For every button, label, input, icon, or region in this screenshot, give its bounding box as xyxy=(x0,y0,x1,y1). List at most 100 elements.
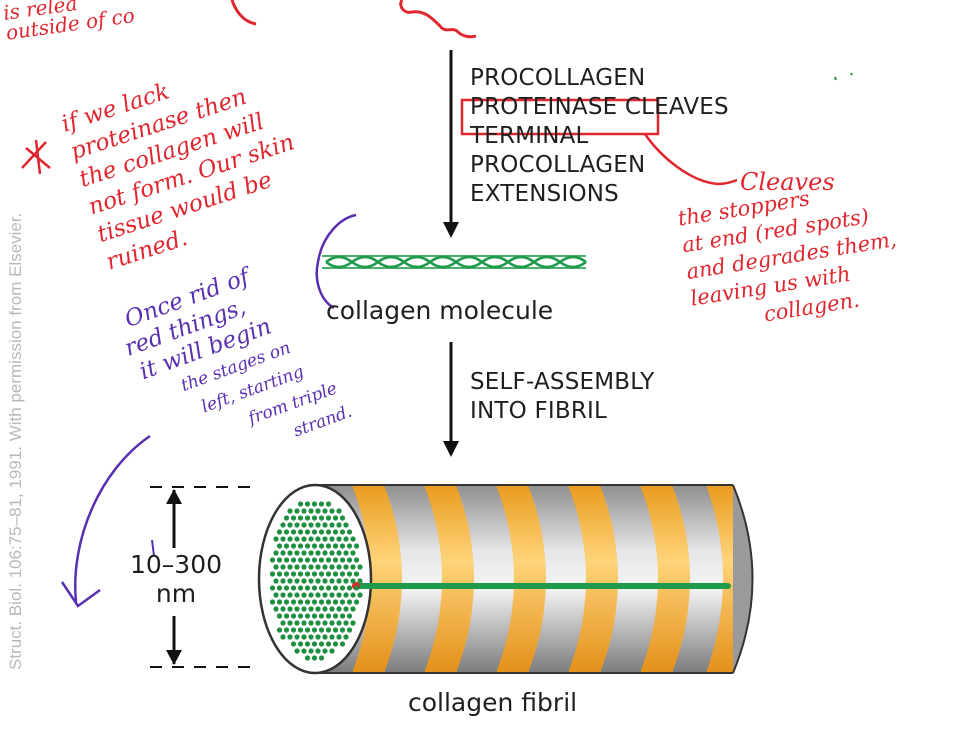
cross-section-dot xyxy=(329,606,335,612)
cross-section-dot xyxy=(329,592,335,598)
step2-line-1: SELF-ASSEMBLY xyxy=(470,369,655,395)
cross-section-dot xyxy=(336,522,342,528)
cross-section-dot xyxy=(287,578,293,584)
cross-section-dot xyxy=(325,585,332,591)
cross-section-dot xyxy=(290,599,297,605)
cross-section-dot xyxy=(336,508,342,514)
cross-section-dot xyxy=(273,578,279,584)
cross-section-dot xyxy=(287,634,293,640)
cross-section-dot xyxy=(273,536,279,542)
step2-label: SELF-ASSEMBLY INTO FIBRIL xyxy=(470,368,654,426)
cross-section-dot xyxy=(329,564,335,570)
cross-section-dot xyxy=(294,592,300,598)
cross-section-dot xyxy=(297,641,304,647)
cross-section-dot xyxy=(357,592,363,598)
cross-section-dot xyxy=(329,550,335,556)
cross-section-dot xyxy=(283,557,290,563)
cross-section-dot xyxy=(308,578,314,584)
cross-section-dot xyxy=(283,571,290,577)
diameter-unit: nm xyxy=(155,579,197,608)
cross-section-dot xyxy=(332,515,339,521)
cross-section-dot xyxy=(283,599,290,605)
procollagen-strand xyxy=(230,0,477,39)
cross-section-dot xyxy=(308,634,314,640)
cross-section-dot xyxy=(325,613,332,619)
cross-section-dot xyxy=(332,585,339,591)
cross-section-dot xyxy=(301,648,307,654)
cross-section-dot xyxy=(318,529,325,535)
cross-section-dot xyxy=(315,634,321,640)
cross-section-dot xyxy=(290,543,297,549)
cross-section-dot xyxy=(301,564,307,570)
collagen-molecule-helix xyxy=(322,255,587,269)
cross-section-dot xyxy=(346,571,353,577)
cross-section-dot xyxy=(357,578,363,584)
cross-section-dot xyxy=(322,508,328,514)
cross-section-dot xyxy=(332,613,339,619)
cross-section-dot xyxy=(332,543,339,549)
cross-section-dot xyxy=(280,634,286,640)
cross-section-dot xyxy=(280,536,286,542)
cross-section-dot xyxy=(353,571,360,577)
cross-section-dot xyxy=(273,564,279,570)
cross-section-dot xyxy=(304,571,311,577)
cross-section-dot xyxy=(287,536,293,542)
cross-section-dot xyxy=(336,536,342,542)
cross-section-dot xyxy=(301,606,307,612)
cross-section-dot xyxy=(343,634,349,640)
cross-section-dot xyxy=(304,641,311,647)
cross-section-dot xyxy=(290,529,297,535)
cross-section-dot xyxy=(343,522,349,528)
proteinase-box xyxy=(460,98,660,136)
cross-section-dot xyxy=(315,564,321,570)
cross-section-dot xyxy=(290,571,297,577)
cross-section-dot xyxy=(332,641,339,647)
cross-section-dot xyxy=(353,543,360,549)
cross-section-dot xyxy=(297,599,304,605)
cross-section-dot xyxy=(346,529,353,535)
cross-section-dot xyxy=(311,641,318,647)
cross-section-dot xyxy=(276,627,283,633)
cross-section-dot xyxy=(297,543,304,549)
cross-section-dot xyxy=(322,564,328,570)
purple-bracket xyxy=(315,213,357,310)
cross-section-dot xyxy=(336,550,342,556)
cross-section-dot xyxy=(322,536,328,542)
cross-section-dot xyxy=(325,543,332,549)
cross-section-dot xyxy=(346,613,353,619)
cross-section-dot xyxy=(276,571,283,577)
cross-section-dot xyxy=(315,578,321,584)
cross-section-dot xyxy=(294,620,300,626)
cross-section-dot xyxy=(283,613,290,619)
cross-section-dot xyxy=(339,515,346,521)
cross-section-dot xyxy=(304,501,311,507)
cross-section-dot xyxy=(308,620,314,626)
cross-section-dot xyxy=(353,557,360,563)
cross-section-dot xyxy=(304,529,311,535)
cross-section-dot xyxy=(325,599,332,605)
cross-section-dot xyxy=(322,648,328,654)
cross-section-dot xyxy=(304,543,311,549)
cross-section-dot xyxy=(301,536,307,542)
step1-label: PROCOLLAGEN PROTEINASE CLEAVES TERMINAL … xyxy=(470,64,729,209)
cross-section-dot xyxy=(273,606,279,612)
cross-section-dot xyxy=(322,606,328,612)
dim-arrow-up xyxy=(166,489,182,504)
green-specks xyxy=(834,72,853,81)
star-mark xyxy=(21,139,51,175)
cross-section-dot xyxy=(339,529,346,535)
step1-line-4: PROCOLLAGEN xyxy=(470,152,646,178)
cross-section-dot xyxy=(332,599,339,605)
cross-section-dot xyxy=(325,501,332,507)
cross-section-dot xyxy=(308,564,314,570)
cross-section-dot xyxy=(301,578,307,584)
cross-section-dot xyxy=(287,508,293,514)
cross-section-dot xyxy=(304,515,311,521)
cross-section-dot xyxy=(318,641,325,647)
cross-section-dot xyxy=(311,585,318,591)
purple-arrow-head xyxy=(60,581,101,608)
cross-section-dot xyxy=(290,515,297,521)
credit-line: Struct. Biol. 106:75–81, 1991. With perm… xyxy=(6,212,25,670)
cross-section-dot xyxy=(287,606,293,612)
